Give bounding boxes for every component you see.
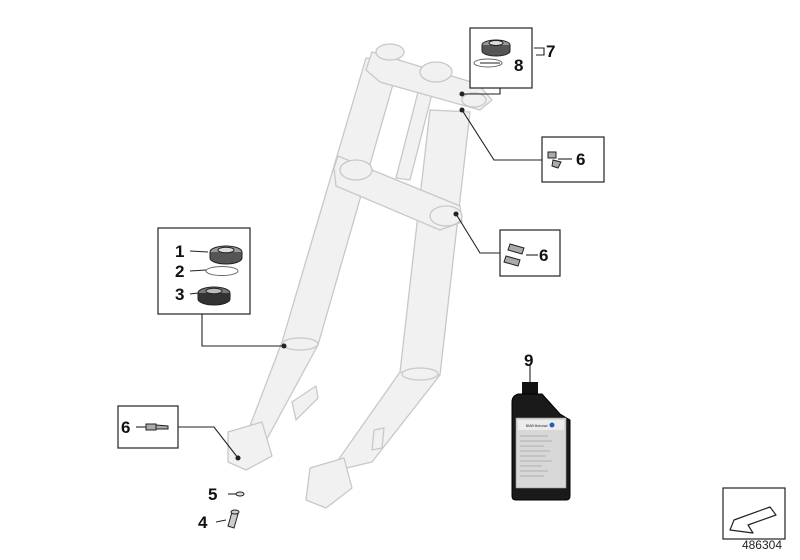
leader-lines xyxy=(136,47,572,523)
frame-parts-7-8 xyxy=(469,27,533,89)
screws-part-6-middle xyxy=(503,243,525,267)
catalog-arrow-icon xyxy=(729,506,777,534)
frame-part-6-top xyxy=(541,136,605,183)
callout-number-2: 2 xyxy=(175,262,185,281)
fork-oil-bottle-part-9: BMW Motorrad xyxy=(511,382,571,501)
steering-bearing-part-7 xyxy=(481,39,511,57)
callout-number-6-top: 6 xyxy=(576,150,586,169)
frame-part-6-middle xyxy=(499,229,561,277)
bmw-logo xyxy=(549,422,555,428)
callout-number-9: 9 xyxy=(524,351,534,370)
catalog-number: 486304 xyxy=(741,538,782,552)
callout-frames xyxy=(117,27,786,540)
bearing-part-1 xyxy=(209,245,243,265)
right-fork-axle-clamp xyxy=(305,457,353,509)
callout-number-6-left: 6 xyxy=(121,418,131,437)
callout-number-7: 7 xyxy=(546,42,556,61)
bottle-brand-text: BMW Motorrad xyxy=(526,424,548,428)
retaining-ring-part-2 xyxy=(205,266,239,276)
bolt-part-4 xyxy=(227,509,240,529)
washer-part-5 xyxy=(235,491,245,497)
screws-part-6-top xyxy=(547,151,562,169)
seal-part-3 xyxy=(197,286,231,306)
callout-number-6-middle: 6 xyxy=(539,246,549,265)
callout-number-5: 5 xyxy=(208,485,218,504)
screw-part-6-left xyxy=(145,423,169,431)
callout-number-1: 1 xyxy=(175,242,185,261)
callout-number-3: 3 xyxy=(175,285,185,304)
front-fork-assembly xyxy=(227,43,493,509)
seal-ring-part-8 xyxy=(473,58,503,68)
right-fork-slider xyxy=(333,371,441,471)
callout-number-8: 8 xyxy=(514,56,524,75)
callout-number-4: 4 xyxy=(198,513,208,532)
part-drawings xyxy=(145,39,562,529)
